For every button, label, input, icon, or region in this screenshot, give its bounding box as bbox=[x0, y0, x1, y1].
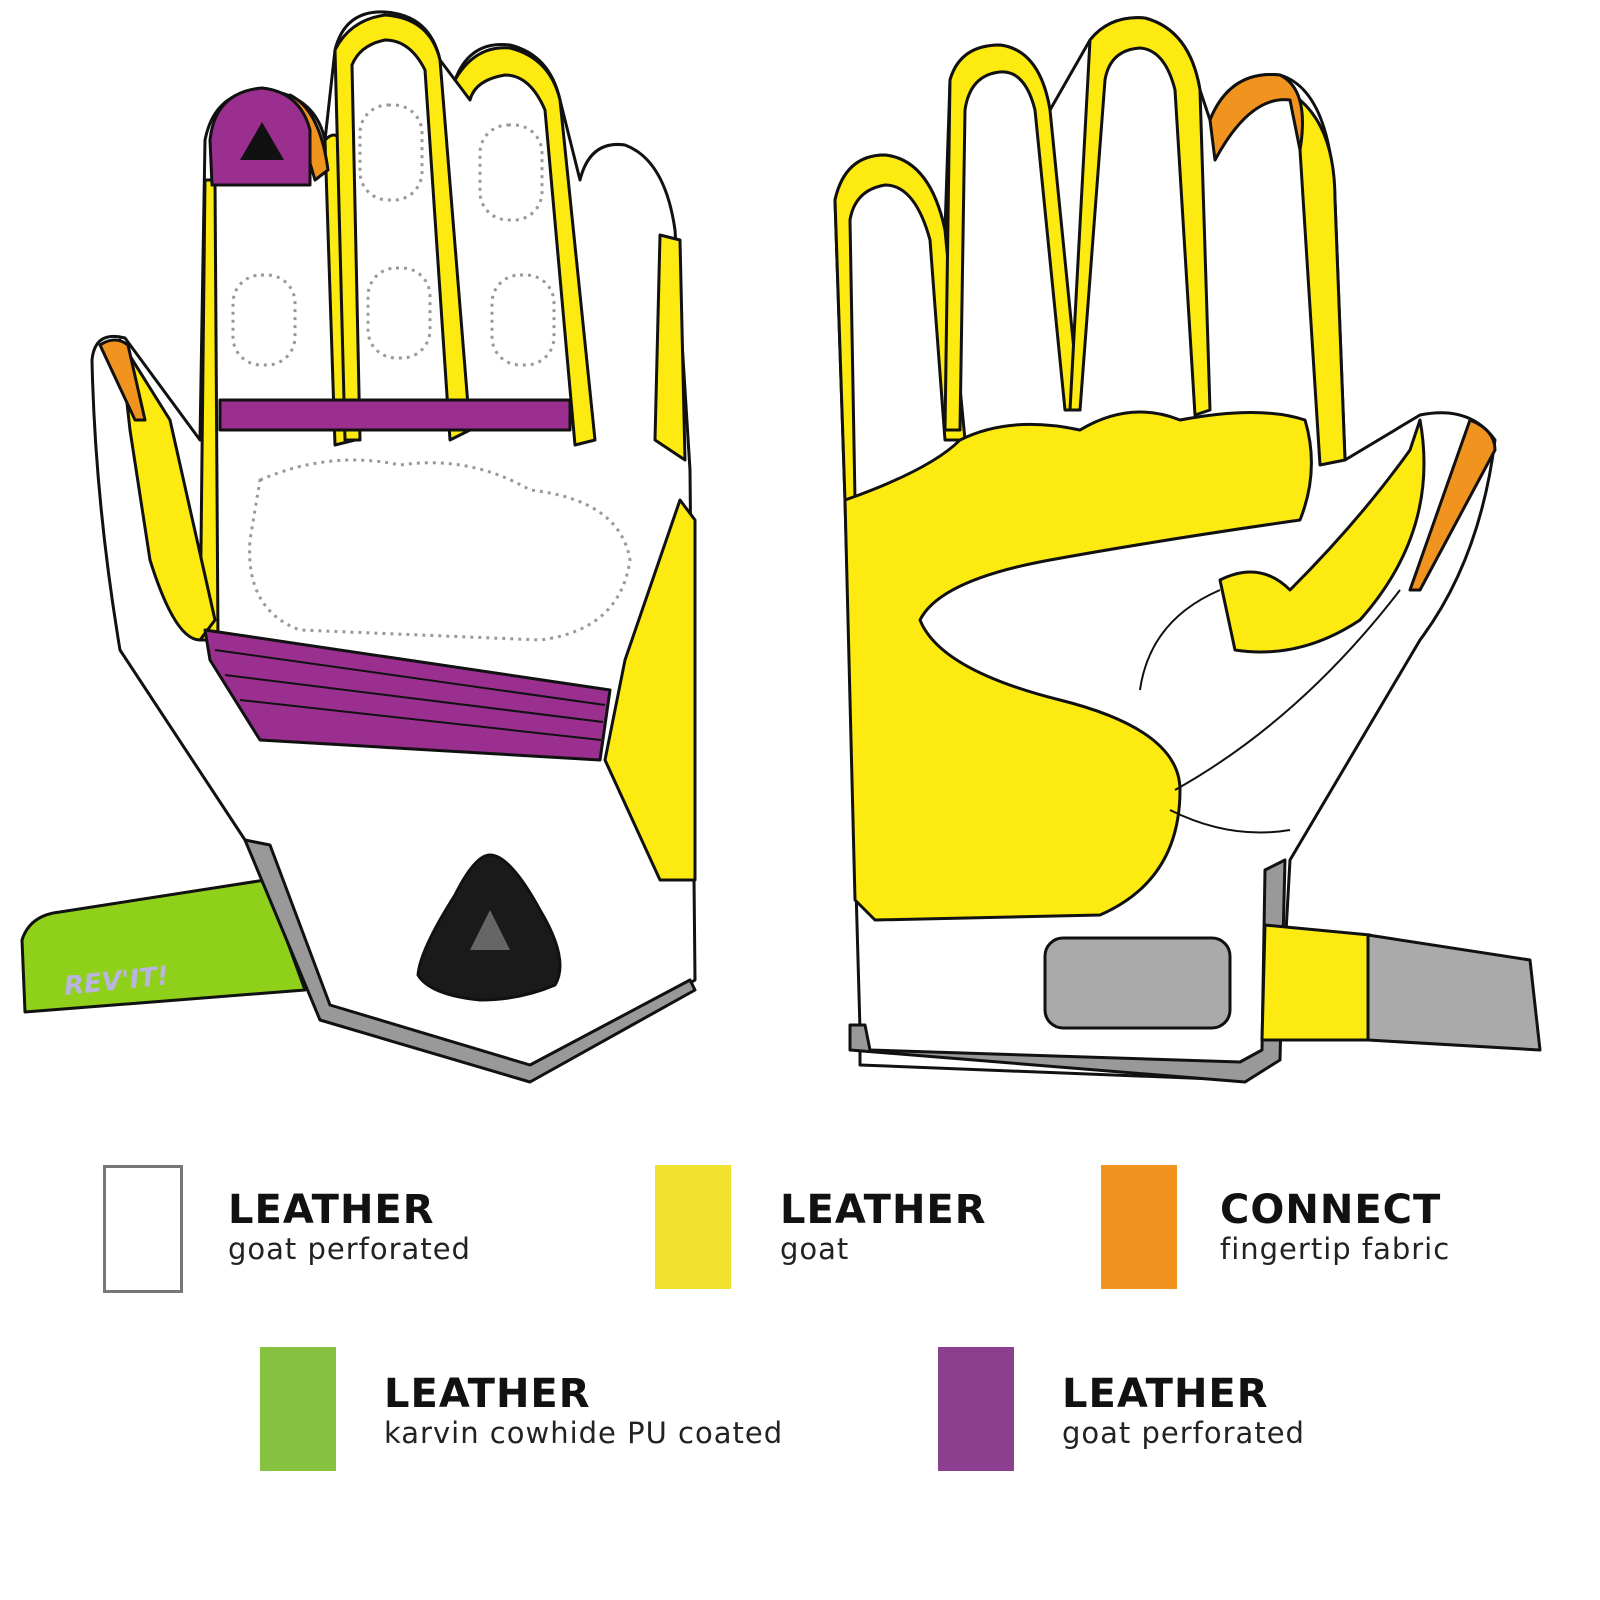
legend-title: LEATHER bbox=[1062, 1371, 1269, 1417]
purple-knuckle-band bbox=[218, 398, 572, 432]
mesh-panel bbox=[1043, 936, 1232, 1030]
legend-swatch-yellow-leather bbox=[655, 1165, 731, 1289]
palm-glove bbox=[833, 16, 1542, 1084]
legend-item-purple-leather: LEATHER goat perforated bbox=[1062, 1372, 1305, 1450]
glove-back-body bbox=[90, 10, 697, 1082]
legend-subtitle: karvin cowhide PU coated bbox=[384, 1416, 784, 1450]
legend-item-orange-connect: CONNECT fingertip fabric bbox=[1220, 1188, 1450, 1266]
glove-illustration: REV'IT! bbox=[20, 10, 1542, 1084]
legend-subtitle: goat perforated bbox=[1062, 1416, 1305, 1450]
cuff-trim bbox=[848, 858, 1287, 1084]
back-of-hand-glove: REV'IT! bbox=[20, 10, 697, 1084]
legend-item-yellow-leather: LEATHER goat bbox=[780, 1188, 987, 1266]
cuff-trim bbox=[243, 838, 697, 1084]
legend-subtitle: goat bbox=[780, 1232, 850, 1266]
yellow-strap bbox=[1260, 923, 1372, 1042]
legend-swatch-purple-leather bbox=[938, 1347, 1014, 1471]
legend-item-white-leather: LEATHER goat perforated bbox=[228, 1188, 471, 1266]
palm-panel bbox=[843, 410, 1313, 922]
yellow-finger-strips bbox=[833, 16, 1426, 922]
legend-title: LEATHER bbox=[780, 1187, 987, 1233]
legend-item-green-leather: LEATHER karvin cowhide PU coated bbox=[384, 1372, 783, 1450]
yellow-finger-strips bbox=[118, 13, 697, 882]
legend-swatch-green-leather bbox=[260, 1347, 336, 1471]
legend-title: LEATHER bbox=[228, 1187, 435, 1233]
orange-fingertip bbox=[1208, 73, 1304, 162]
legend-swatch-orange-connect bbox=[1101, 1165, 1177, 1289]
legend-title: CONNECT bbox=[1220, 1187, 1442, 1233]
legend-title: LEATHER bbox=[384, 1371, 591, 1417]
knuckle-armour-outline bbox=[248, 458, 632, 642]
legend-swatch-white-leather bbox=[103, 1165, 183, 1293]
orange-fingertip bbox=[1408, 418, 1497, 592]
legend-subtitle: goat perforated bbox=[228, 1232, 471, 1266]
mesh-strap bbox=[1366, 933, 1542, 1052]
orange-fingertip bbox=[98, 338, 147, 422]
fingertip-logo bbox=[240, 122, 284, 160]
legend-subtitle: fingertip fabric bbox=[1220, 1232, 1451, 1266]
